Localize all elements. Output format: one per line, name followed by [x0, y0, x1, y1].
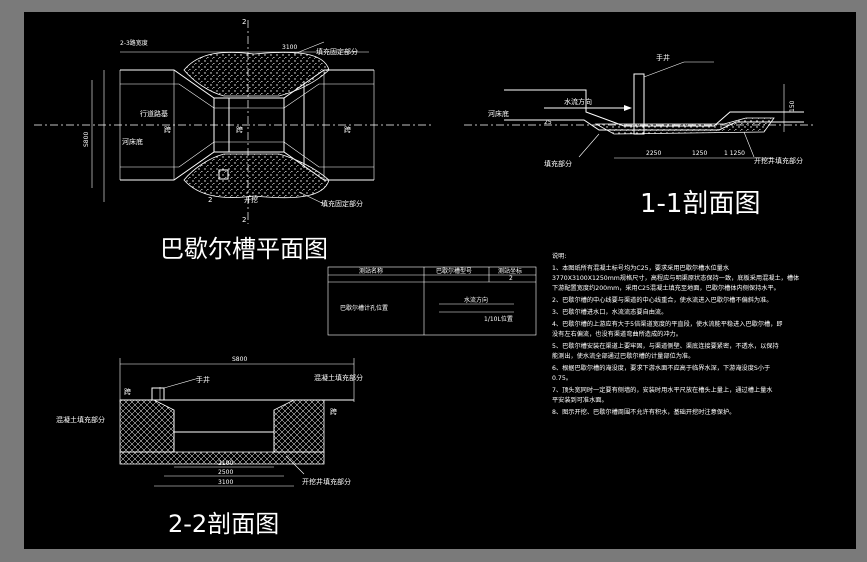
note-line-12: 7、顶头宽同时一定要有侧墙的，安装时用水平尺放在槽头上量上，通过槽上量水 — [552, 386, 773, 394]
plan-dim-overall: S800 — [83, 132, 90, 147]
legend-header-model: 巴歇尔槽型号 — [436, 267, 472, 275]
legend-row1-coord: 2 — [509, 275, 513, 282]
plan-r2-label: 开挖 — [244, 195, 258, 204]
s11-dim-3: 1 1250 — [724, 150, 745, 157]
s22-concrete-fill-right: 混凝土填充部分 — [314, 373, 363, 382]
note-line-10: 6、根据巴歇尔槽的淹没度，要求下游水面不应高于临界水深，下游淹没度S小于 — [552, 364, 770, 372]
plan-fill-bottom-label: 填充固定部分 — [321, 199, 363, 208]
s11-dig-fill: 开挖井填充部分 — [754, 156, 803, 165]
legend-row-label: 巴歇尔槽计孔位置 — [340, 304, 388, 312]
note-line-9: 能测出，使水流全部通过巴歇尔槽的计量部位为准。 — [552, 352, 694, 360]
legend-header-coord: 测站坐标 — [498, 267, 522, 275]
s22-concrete-fill-left: 混凝土填充部分 — [56, 415, 105, 424]
note-line-6: 4、巴歇尔槽的上游应有大于5倍渠道宽度的平直段，使水流能平稳进入巴歇尔槽，即 — [552, 320, 783, 328]
note-line-1: 1、本图纸所有混凝土标号均为C25，要求采用巴歇尔槽水位量水 — [552, 264, 730, 272]
legend-note-label: 1/10L位置 — [484, 315, 513, 323]
note-line-8: 5、巴歇尔槽安装在渠道上要牢固，与渠道侧壁、渠底连接要紧密，不透水，以保持 — [552, 342, 779, 350]
s11-dim-left: 25 — [544, 119, 552, 126]
plan-left-mark: 跨 — [164, 125, 171, 134]
s11-hand-well: 手井 — [656, 53, 670, 62]
legend-header-station: 测站名称 — [359, 267, 383, 275]
plan-river-bed-label: 河床底 — [122, 137, 143, 146]
s22-title: 2-2剖面图 — [168, 510, 279, 538]
s22-dim-top: S800 — [232, 356, 247, 363]
plan-r1-label: 2 — [208, 196, 212, 204]
s11-flow-direction: 水流方向 — [564, 97, 592, 106]
plan-traffic-road-label: 行道路基 — [140, 109, 168, 118]
legend-table: 测站名称 巴歇尔槽型号 测站坐标 2 巴歇尔槽计孔位置 水流方向 1/10L位置 — [327, 266, 537, 336]
section-1-1: 手井 水流方向 河床底 150 25 2250 1250 1 1250 填充部分… — [464, 53, 814, 219]
note-line-7: 没有左右偏流，也没有渠道弯曲所造成的冲力。 — [552, 330, 682, 338]
s11-dim-2: 1250 — [692, 150, 707, 157]
plan-view: 2 2 S800 3100 2-3路宽度 行道路基 河床底 跨 跨 跨 2 开挖 — [34, 18, 434, 263]
note-line-3: 下游配置宽度约200mm，采用C25混凝土填充至地面，巴歇尔槽体内侧保持水平。 — [552, 284, 780, 292]
note-line-2: 3770X3100X1250mm规格尺寸，高程应与明渠原状态保持一致，底板采用混… — [552, 274, 800, 282]
cad-drawing-sheet: 2 2 S800 3100 2-3路宽度 行道路基 河床底 跨 跨 跨 2 开挖 — [24, 12, 856, 549]
drawing-canvas: 2 2 S800 3100 2-3路宽度 行道路基 河床底 跨 跨 跨 2 开挖 — [34, 18, 814, 538]
s22-hand-well: 手井 — [196, 375, 210, 384]
plan-mid-mark: 跨 — [236, 125, 243, 134]
s11-title: 1-1剖面图 — [640, 189, 760, 219]
s22-right-mark: 跨 — [330, 407, 337, 416]
plan-section-mark-top: 2 — [242, 18, 246, 26]
notes-heading: 说明: — [552, 252, 566, 260]
s22-dim-1: 2100 — [218, 460, 233, 467]
plan-section-mark-bottom: 2 — [242, 216, 246, 224]
notes-block: 说明: 1、本图纸所有混凝土标号均为C25，要求采用巴歇尔槽水位量水 3770X… — [552, 252, 800, 416]
note-line-14: 8、图示开挖、巴歇尔槽周围不允许有积水，基础开挖时注意保护。 — [552, 408, 735, 416]
plan-road-width-label: 2-3路宽度 — [120, 39, 148, 47]
s11-dim-right: 150 — [789, 100, 796, 112]
plan-right-mark: 跨 — [344, 125, 351, 134]
s11-fill-part: 填充部分 — [544, 159, 572, 168]
plan-fill-top-label: 填充固定部分 — [316, 47, 358, 56]
plan-title: 巴歇尔槽平面图 — [160, 235, 328, 263]
s22-dim-3: 3100 — [218, 479, 233, 486]
note-line-5: 3、巴歇尔槽进水口，水流流态要自由流。 — [552, 308, 667, 316]
s11-dim-1: 2250 — [646, 150, 661, 157]
note-line-11: 0.75。 — [552, 375, 572, 382]
plan-dim-top: 3100 — [282, 44, 297, 51]
s11-river-bed: 河床底 — [488, 109, 509, 118]
note-line-4: 2、巴歇尔槽的中心线要与渠道的中心线重合，使水流进入巴歇尔槽不偏斜为准。 — [552, 296, 773, 304]
note-line-13: 平安装到可准水面。 — [552, 396, 608, 404]
s22-dim-2: 2500 — [218, 469, 233, 476]
s22-left-mark: 跨 — [124, 387, 131, 396]
legend-flow-label: 水流方向 — [464, 296, 488, 304]
section-2-2: S800 手井 混凝土填充部分 混凝土填充部分 跨 跨 2100 2500 31… — [56, 356, 363, 538]
s22-dig-fill: 开挖井填充部分 — [302, 477, 351, 486]
